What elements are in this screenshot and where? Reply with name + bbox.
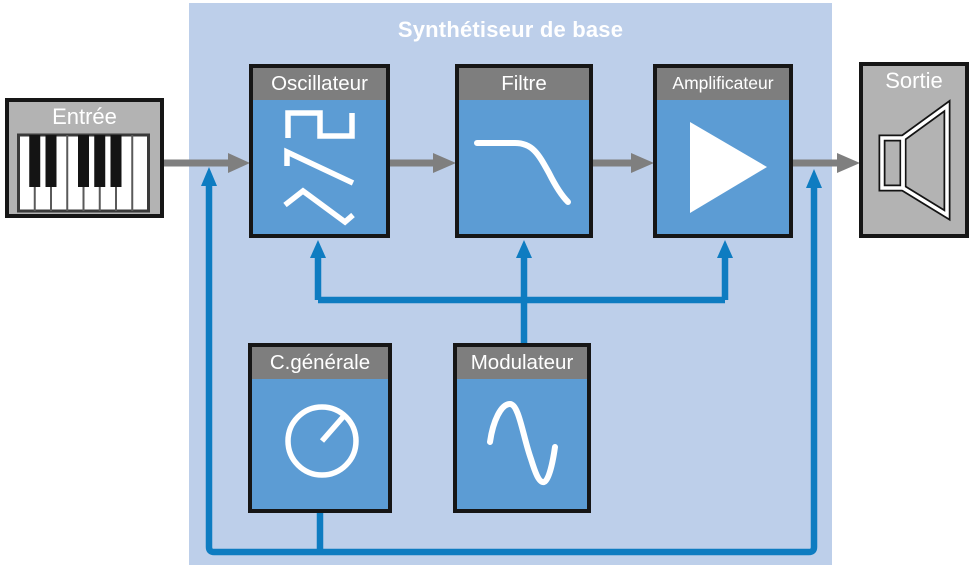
knob-icon [285,404,359,478]
control-bus [201,167,822,556]
oscillateur-header: Oscillateur [253,68,386,100]
speaker-icon [878,99,951,222]
block-amplificateur: Amplificateur [653,64,793,238]
filtre-header: Filtre [459,68,589,100]
block-entree: Entrée [5,98,164,218]
signal-arrow-entree-oscillateur [164,153,250,173]
c-generale-label: C.générale [269,350,371,374]
amplificateur-label: Amplificateur [672,73,774,94]
entree-label: Entrée [52,104,117,129]
block-modulateur: Modulateur [453,343,591,513]
signal-arrow-amplificateur-sortie [793,153,860,173]
sine-wave-icon [487,400,558,485]
c-generale-header: C.générale [252,347,388,379]
amplificateur-header: Amplificateur [657,68,789,100]
block-c-generale: C.générale [248,343,392,513]
modulateur-label: Modulateur [470,350,574,374]
block-filtre: Filtre [455,64,593,238]
waveform-shapes-icon [283,110,355,226]
modulation-bus [310,240,733,345]
piano-keyboard-icon [17,133,150,213]
block-sortie: Sortie [859,62,969,238]
amplifier-triangle-icon [690,122,767,213]
sortie-label: Sortie [885,68,943,93]
oscillateur-label: Oscillateur [271,71,368,95]
block-oscillateur: Oscillateur [249,64,390,238]
signal-arrow-oscillateur-filtre [390,153,456,173]
lowpass-curve-icon [474,140,571,205]
signal-arrow-filtre-amplificateur [593,153,654,173]
filtre-label: Filtre [501,71,547,95]
modulateur-header: Modulateur [457,347,587,379]
diagram-title: Synthétiseur de base [397,17,624,42]
